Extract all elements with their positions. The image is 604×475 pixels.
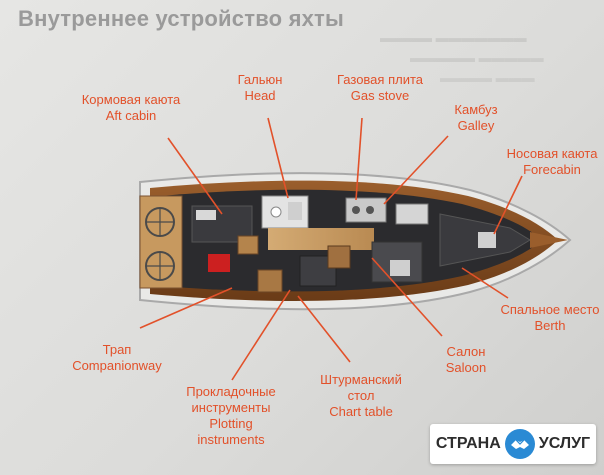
stern-platform <box>139 195 183 289</box>
background-text: ▬▬▬▬ ▬▬▬▬▬▬▬ <box>380 30 527 45</box>
label-saloon: Салон Saloon <box>445 344 487 375</box>
label-head: Гальюн Head <box>237 72 283 103</box>
leader-lines <box>139 117 523 381</box>
background-text: ▬▬▬▬▬ ▬▬▬▬▬ <box>410 50 544 65</box>
handshake-icon <box>504 429 535 459</box>
label-gas-stove: Газовая плита Gas stove <box>336 72 423 103</box>
label-chart-table: Штурманский стол Chart table <box>320 372 402 419</box>
bow-tip <box>530 232 568 248</box>
label-galley: Камбуз Galley <box>454 102 498 133</box>
saloon-table <box>327 245 351 269</box>
badge-right-text: УСЛУГ <box>538 435 591 452</box>
aft-cabin-red-bag <box>208 254 230 272</box>
label-companionway: Трап Companionway <box>72 342 162 373</box>
companionway-steps <box>237 235 259 255</box>
galley-area <box>395 203 429 225</box>
background-text: ▬▬▬▬ ▬▬▬ <box>440 70 535 85</box>
watermark-badge: СТРАНА УСЛУГ <box>430 424 596 464</box>
label-forecabin: Носовая каюта Forecabin <box>506 146 598 177</box>
label-aft-cabin: Кормовая каюта Aft cabin <box>81 92 181 123</box>
saloon-floor <box>268 228 374 250</box>
badge-left-text: СТРАНА <box>435 435 501 452</box>
page-title: Внутреннее устройство яхты <box>18 6 345 31</box>
label-berth: Спальное место Berth <box>500 302 600 333</box>
label-plotting-instruments: Прокладочные инструменты Plotting instru… <box>186 384 276 447</box>
